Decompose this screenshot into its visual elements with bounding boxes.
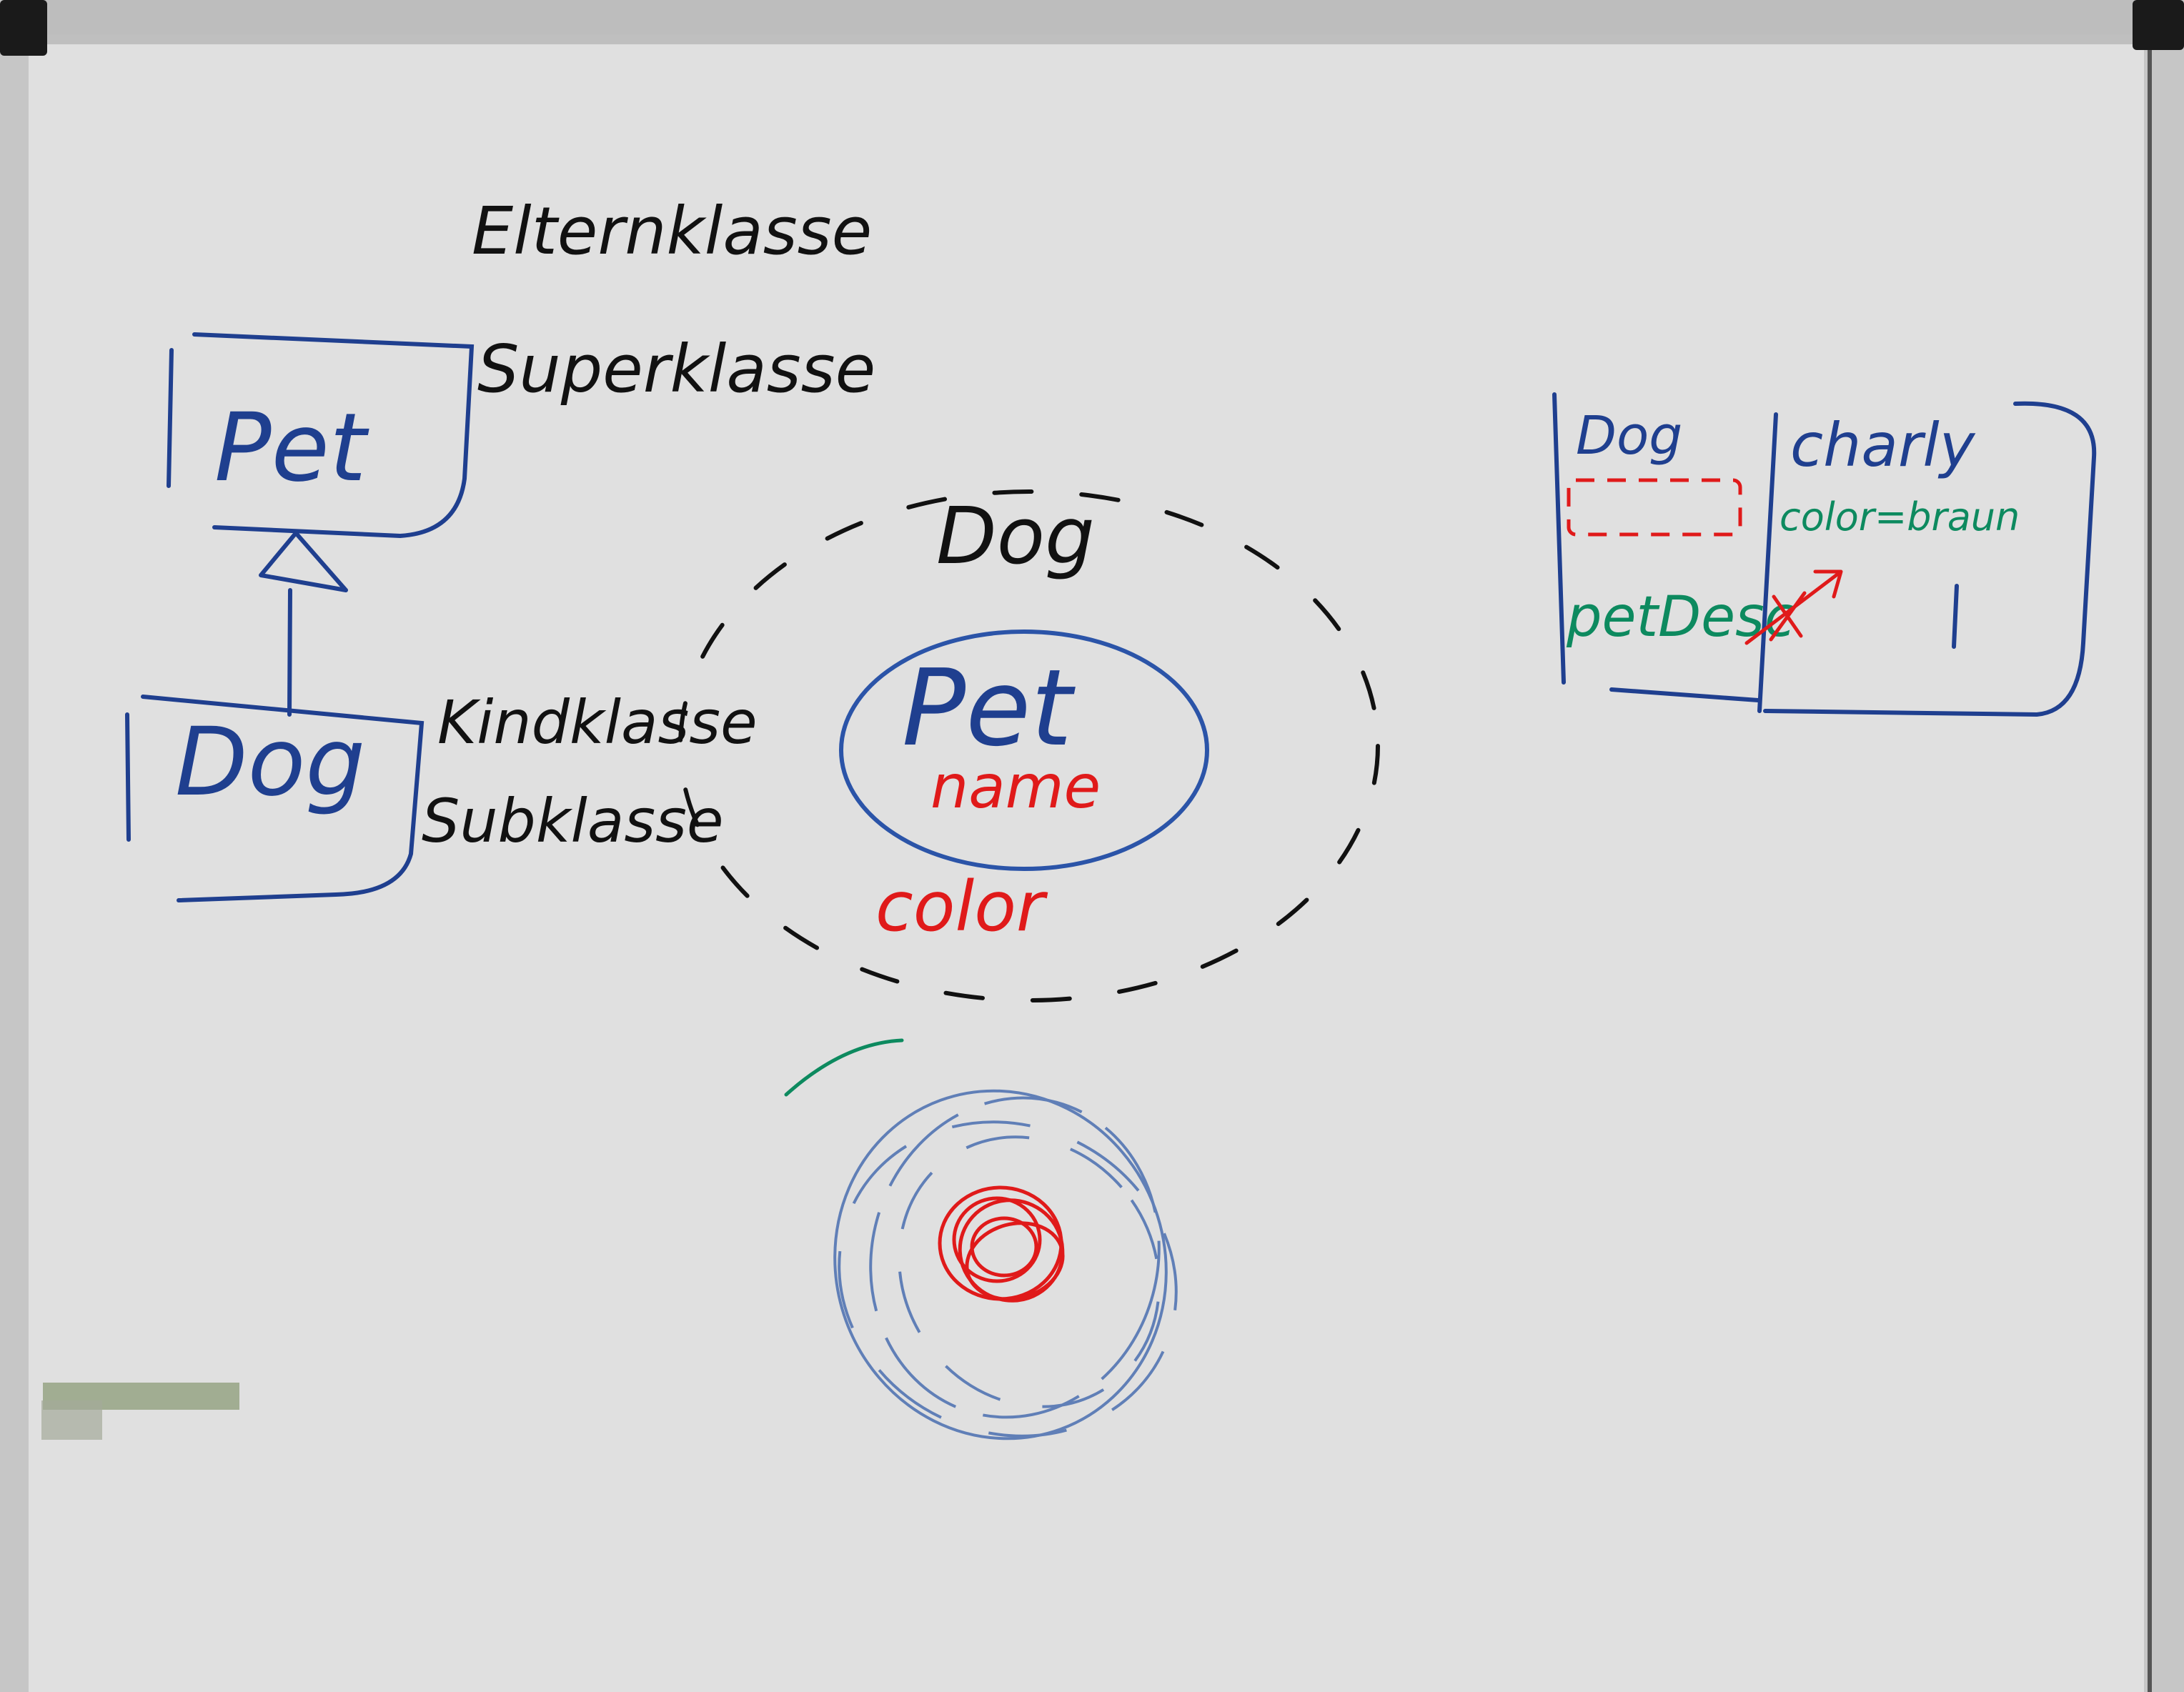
dog-scope-ellipse — [678, 489, 1380, 1002]
memory-type-label: Dog — [1576, 405, 1682, 467]
memory-frame — [1552, 392, 2097, 717]
pet-scope-ellipse — [839, 629, 1209, 871]
board-frame-top-shadow — [0, 34, 2184, 44]
pet-class-box — [167, 332, 475, 539]
red-cross-icon — [1769, 591, 1807, 642]
dog-class-name: Dog — [175, 707, 365, 817]
memory-cursor-mark — [1952, 584, 1959, 649]
dog-class-box — [125, 695, 425, 902]
blue-swirl-scribble — [833, 1089, 1178, 1440]
inheritance-arrow-head — [259, 531, 348, 592]
name-field-label: name — [930, 752, 1101, 822]
inheritance-arrow-line — [287, 588, 292, 717]
memory-object-field: color=braun — [1780, 494, 2020, 539]
elternklasse-label: Elternklasse — [472, 193, 872, 269]
board-magnet-strip-2 — [41, 1400, 102, 1440]
dog-scope-label: Dog — [936, 490, 1095, 582]
green-arc-scribble — [784, 1038, 904, 1097]
color-field-label: color — [875, 867, 1048, 947]
memory-object-name: charly — [1790, 410, 1976, 480]
superklasse-label: Superklasse — [477, 331, 875, 407]
red-circle-scribble — [938, 1185, 1065, 1303]
board-frame-left — [0, 0, 29, 1692]
board-frame-top — [0, 0, 2184, 34]
pet-scope-label: Pet — [902, 647, 1076, 770]
pet-class-name: Pet — [214, 393, 369, 503]
board-corner-left — [0, 0, 47, 56]
board-corner-right — [2133, 0, 2184, 50]
memory-ref-label: petDesc — [1566, 585, 1795, 650]
kindklasse-label: Kindklasse — [437, 687, 758, 757]
memory-empty-slot — [1567, 478, 1742, 537]
subklasse-label: Subklasse — [422, 786, 724, 856]
